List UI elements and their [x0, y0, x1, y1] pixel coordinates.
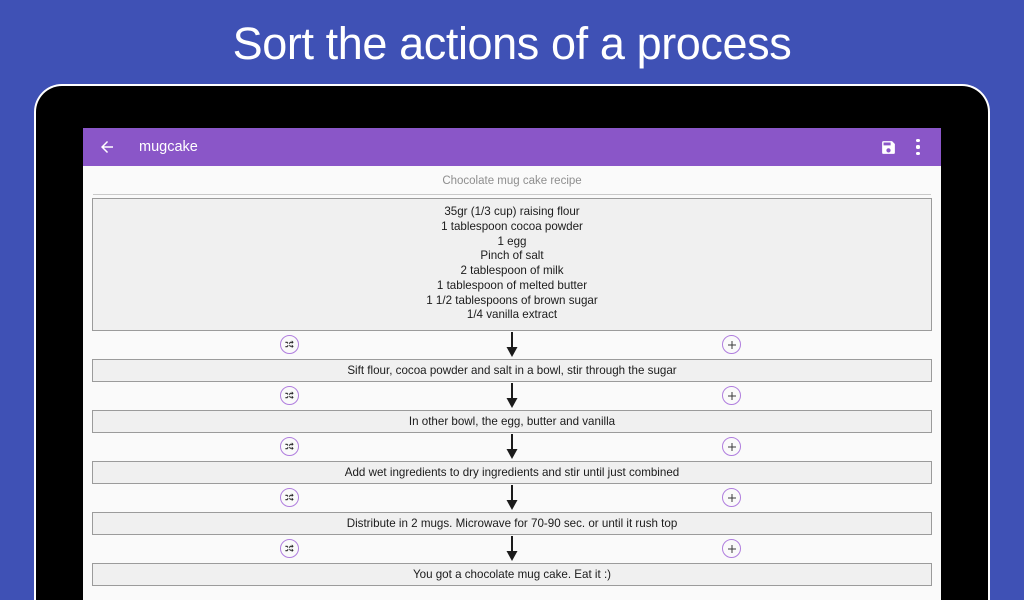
step-connector: [92, 484, 932, 512]
plus-circle-icon[interactable]: [722, 335, 741, 354]
ingredient-line: 1 egg: [497, 234, 527, 248]
shuffle-icon[interactable]: [280, 386, 299, 405]
plus-circle-icon[interactable]: [722, 488, 741, 507]
step-box[interactable]: Sift flour, cocoa powder and salt in a b…: [92, 359, 932, 382]
down-arrow-icon: [505, 485, 519, 516]
back-arrow-icon[interactable]: [94, 134, 120, 160]
step-connector: [92, 331, 932, 359]
step-connector: [92, 433, 932, 461]
tablet-device-frame: mugcake Chocolate mug cake recipe 35gr (…: [36, 86, 988, 600]
down-arrow-icon: [505, 536, 519, 567]
ingredient-line: 1 1/2 tablespoons of brown sugar: [426, 293, 598, 307]
ingredient-line: 1 tablespoon cocoa powder: [441, 219, 583, 233]
down-arrow-icon: [505, 383, 519, 414]
plus-circle-icon[interactable]: [722, 539, 741, 558]
ingredient-line: 35gr (1/3 cup) raising flour: [444, 205, 580, 218]
ingredient-line: 2 tablespoon of milk: [460, 264, 564, 277]
ingredient-line: 1/4 vanilla extract: [466, 308, 558, 322]
shuffle-icon[interactable]: [280, 488, 299, 507]
plus-circle-icon[interactable]: [722, 437, 741, 456]
ingredient-line: 1 tablespoon of melted butter: [436, 278, 588, 292]
save-floppy-icon[interactable]: [875, 134, 901, 160]
shuffle-icon[interactable]: [280, 437, 299, 456]
overflow-dot: [916, 139, 920, 143]
promo-headline: Sort the actions of a process: [232, 18, 792, 69]
overflow-menu-icon[interactable]: [909, 134, 927, 160]
step-box[interactable]: Add wet ingredients to dry ingredients a…: [92, 461, 932, 484]
tablet-screen: mugcake Chocolate mug cake recipe 35gr (…: [83, 128, 941, 600]
step-connector: [92, 535, 932, 563]
step-box[interactable]: In other bowl, the egg, butter and vanil…: [92, 410, 932, 433]
plus-circle-icon[interactable]: [722, 386, 741, 405]
step-connector: [92, 382, 932, 410]
process-editor-content: Chocolate mug cake recipe 35gr (1/3 cup)…: [83, 166, 941, 600]
step-box[interactable]: Distribute in 2 mugs. Microwave for 70-9…: [92, 512, 932, 535]
title-divider: [93, 194, 931, 195]
down-arrow-icon: [505, 332, 519, 363]
ingredient-line: Pinch of salt: [480, 249, 544, 263]
shuffle-icon[interactable]: [280, 539, 299, 558]
overflow-dot: [916, 145, 920, 149]
app-toolbar: mugcake: [83, 128, 941, 166]
ingredients-block[interactable]: 35gr (1/3 cup) raising flour 1 tablespoo…: [92, 198, 932, 331]
document-title: Chocolate mug cake recipe: [442, 175, 582, 187]
step-box[interactable]: You got a chocolate mug cake. Eat it :): [92, 563, 932, 586]
app-title: mugcake: [139, 139, 198, 155]
overflow-dot: [916, 151, 920, 155]
down-arrow-icon: [505, 434, 519, 465]
shuffle-icon[interactable]: [280, 335, 299, 354]
